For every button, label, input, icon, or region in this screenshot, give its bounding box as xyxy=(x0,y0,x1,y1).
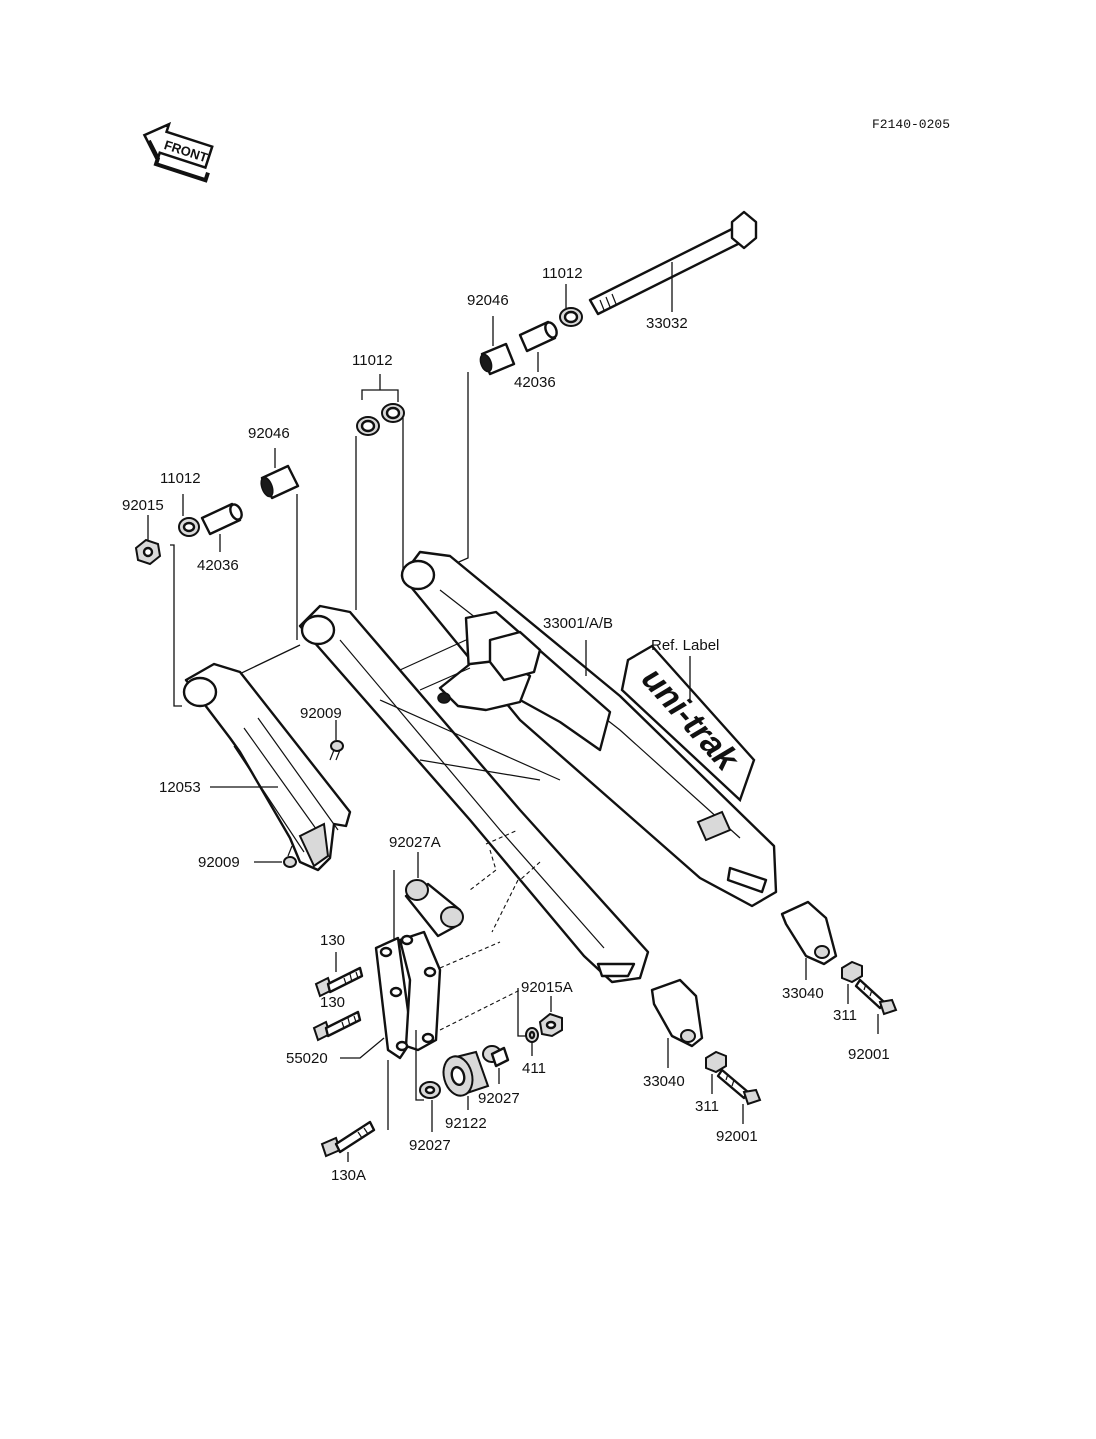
collar-pair-11012-mid xyxy=(356,403,405,436)
label-311-a: 311 xyxy=(695,1098,719,1115)
nut-92015 xyxy=(134,538,162,566)
collar-92027-b xyxy=(419,1081,441,1099)
bolt-92001-a xyxy=(716,1068,762,1106)
label-42036-left: 42036 xyxy=(197,557,239,574)
label-130-a: 130 xyxy=(320,932,345,949)
label-92027-a: 92027 xyxy=(478,1090,520,1107)
label-130A: 130A xyxy=(331,1167,366,1184)
sleeve-42036-top xyxy=(518,320,558,353)
label-92015: 92015 xyxy=(122,497,164,514)
bolt-130A xyxy=(320,1120,376,1158)
label-11012-left: 11012 xyxy=(160,470,201,487)
bearing-92122 xyxy=(442,1050,490,1097)
label-92015A: 92015A xyxy=(521,979,573,996)
label-92046-left: 92046 xyxy=(248,425,290,442)
chain-guard-12053 xyxy=(182,662,352,872)
label-33001: 33001/A/B xyxy=(543,615,613,632)
pivot-shaft-33032 xyxy=(588,210,758,316)
label-55020: 55020 xyxy=(286,1050,328,1067)
chain-adjuster-33040-a xyxy=(650,978,704,1048)
label-33040-a: 33040 xyxy=(643,1073,685,1090)
nut-311-a xyxy=(705,1050,727,1074)
collar-11012-top xyxy=(559,307,583,327)
label-92027-b: 92027 xyxy=(409,1137,451,1154)
collar-92027-a xyxy=(482,1045,510,1068)
front-arrow-icon: FRONT xyxy=(142,121,214,183)
label-92046-top: 92046 xyxy=(467,292,509,309)
label-33040-b: 33040 xyxy=(782,985,824,1002)
figure-code: F2140-0205 xyxy=(872,117,950,132)
bolt-92001-b xyxy=(854,978,898,1016)
label-92009-a: 92009 xyxy=(300,705,342,722)
label-92009-b: 92009 xyxy=(198,854,240,871)
label-33032: 33032 xyxy=(646,315,688,332)
screw-92009-b xyxy=(283,845,297,868)
swingarm-33001 xyxy=(298,550,778,984)
bolt-130-b xyxy=(312,1010,362,1042)
label-92001-b: 92001 xyxy=(848,1046,890,1063)
bolt-130-a xyxy=(314,966,364,998)
label-11012-mid: 11012 xyxy=(352,352,393,369)
screw-92009-a xyxy=(329,740,344,761)
label-12053: 12053 xyxy=(159,779,201,796)
label-92027A: 92027A xyxy=(389,834,441,851)
label-42036-top: 42036 xyxy=(514,374,556,391)
sleeve-42036-left xyxy=(200,502,243,536)
bearing-92046-top xyxy=(479,342,516,376)
label-ref-label: Ref. Label xyxy=(651,637,719,654)
chain-adjuster-33040-b xyxy=(780,900,838,966)
label-11012-top: 11012 xyxy=(542,265,583,282)
nut-311-b xyxy=(841,960,863,984)
collar-11012-left xyxy=(178,517,200,537)
label-130-b: 130 xyxy=(320,994,345,1011)
collar-92027A xyxy=(404,879,464,938)
label-92122: 92122 xyxy=(445,1115,487,1132)
washer-411 xyxy=(525,1027,539,1043)
tie-rod-55020 xyxy=(374,930,442,1060)
label-311-b: 311 xyxy=(833,1007,857,1024)
bearing-92046-left xyxy=(260,464,300,500)
label-411: 411 xyxy=(522,1060,546,1077)
label-92001-a: 92001 xyxy=(716,1128,758,1145)
nut-92015A xyxy=(538,1012,563,1038)
